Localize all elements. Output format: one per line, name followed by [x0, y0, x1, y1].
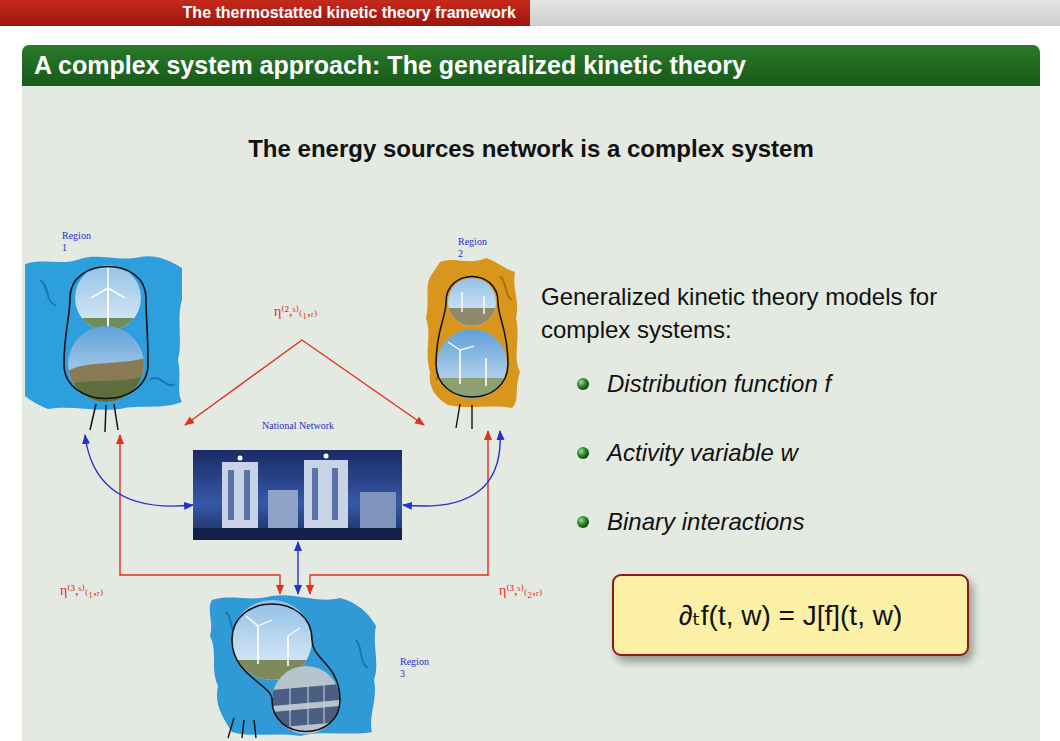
connector	[185, 340, 424, 425]
region-map	[426, 258, 520, 429]
text-slot: Binary interactions	[607, 507, 1027, 537]
node-label-slot: Region 3	[400, 656, 434, 680]
node-label: National Network	[193, 420, 403, 432]
text-slot: Generalized kinetic theory models for co…	[541, 280, 1011, 346]
connector	[310, 431, 488, 594]
connector	[120, 435, 280, 594]
power-plant-photo	[193, 450, 402, 540]
region-node: Region 1	[25, 230, 185, 435]
edge-label: η⁽³,ˢ⁾₍₁,ᵣ₎	[60, 582, 103, 599]
node-label: Region 2	[458, 236, 492, 260]
text-slot: The thermostatted kinetic theory framewo…	[0, 0, 516, 26]
region-map	[25, 256, 182, 432]
region-map	[210, 595, 377, 738]
bullet	[577, 378, 589, 390]
section-name: The thermostatted kinetic theory framewo…	[0, 0, 516, 26]
block-title: A complex system approach: The generaliz…	[34, 45, 1034, 86]
bullet-text: Binary interactions	[607, 507, 1027, 537]
formula-text: ∂ₜf(t, w) = J[f](t, w)	[679, 599, 903, 632]
connector	[403, 431, 500, 506]
node-label: Region 3	[400, 656, 434, 680]
edge-label-slot: η⁽³,ˢ⁾₍₁,ᵣ₎	[58, 582, 105, 599]
edge-label-slot: η⁽²,ˢ⁾₍₁,ᵣ₎	[272, 303, 319, 320]
bullet	[577, 516, 589, 528]
edge-label: η⁽²,ˢ⁾₍₁,ᵣ₎	[274, 303, 317, 320]
region-node: Region 3	[205, 594, 437, 736]
connector	[297, 542, 298, 594]
formula-box: ∂ₜf(t, w) = J[f](t, w)	[612, 574, 969, 656]
text-slot: Activity variable w	[607, 438, 1027, 468]
subtitle: The energy sources network is a complex …	[22, 134, 1040, 164]
text-slot: A complex system approach: The generaliz…	[34, 45, 1034, 86]
node-label-slot: Region 2	[458, 236, 492, 260]
node-label-slot: National Network	[193, 420, 403, 432]
edge-label: η⁽³,ˢ⁾₍₂,ᵣ₎	[499, 582, 542, 599]
text-slot: Distribution function f	[607, 369, 1027, 399]
node-label-slot: Region 1	[62, 230, 96, 254]
text-slot: The energy sources network is a complex …	[22, 134, 1040, 164]
connector	[85, 435, 193, 506]
intro-text: Generalized kinetic theory models for co…	[541, 280, 1011, 346]
bullet-text: Activity variable w	[607, 438, 1027, 468]
bullet	[577, 447, 589, 459]
region-node: Region 2	[424, 236, 521, 431]
bullet-text: Distribution function f	[607, 369, 1027, 399]
network-node: National Network	[193, 418, 403, 542]
edge-label-slot: η⁽³,ˢ⁾₍₂,ᵣ₎	[497, 582, 544, 599]
node-label: Region 1	[62, 230, 96, 254]
